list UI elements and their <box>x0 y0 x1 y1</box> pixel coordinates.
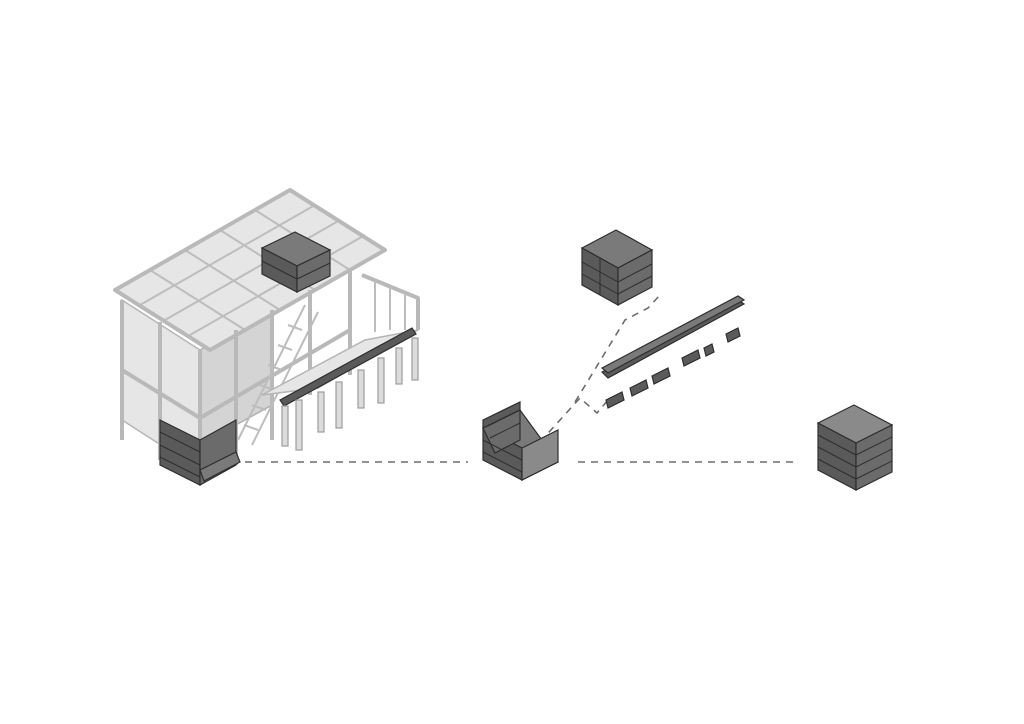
connector-lines <box>245 294 796 463</box>
building-frame <box>113 188 420 487</box>
connector-parts-to-cube <box>574 294 661 403</box>
l-shaped-module <box>482 401 559 481</box>
exploded-parts <box>600 295 746 409</box>
right-cube <box>816 404 894 491</box>
beam-top <box>600 295 746 374</box>
connector-module-to-parts <box>539 396 609 443</box>
deck-posts <box>281 337 419 451</box>
l-module-slab <box>521 429 559 481</box>
roof-module <box>260 231 332 293</box>
roof-edge <box>113 188 387 352</box>
top-cube <box>580 229 654 307</box>
deck-railing <box>361 273 420 330</box>
floor-band <box>120 328 352 420</box>
staircase <box>237 304 319 446</box>
deck-bench <box>279 327 417 407</box>
spacer-blocks <box>605 327 741 409</box>
base-module <box>159 418 241 487</box>
